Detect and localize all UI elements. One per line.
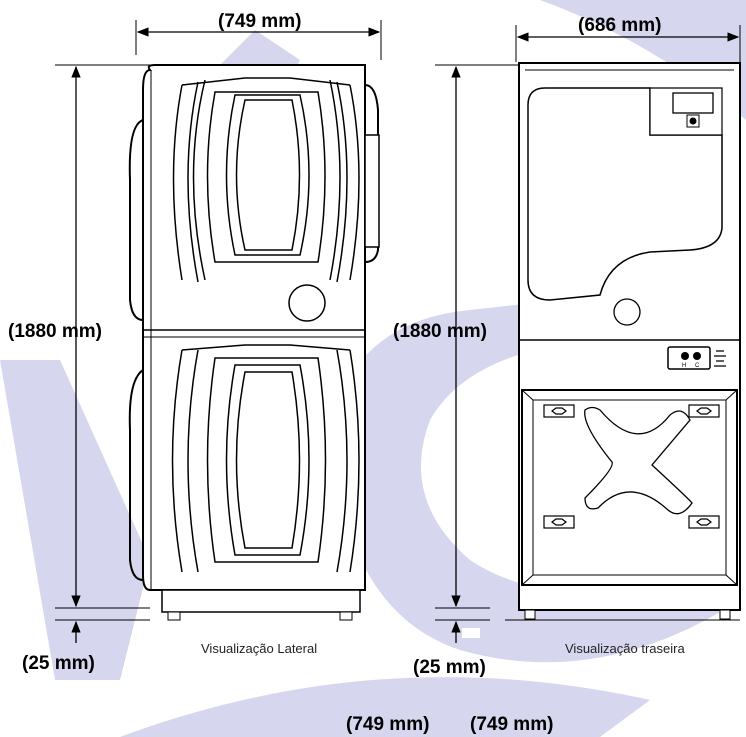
- upper-door: [172, 77, 360, 283]
- hot-connector-label: H: [682, 363, 686, 369]
- rear-width-label: (686 mm): [578, 15, 661, 36]
- rear-cross-panel: [584, 406, 693, 515]
- cold-connector-label: C: [695, 363, 700, 369]
- footer-dimension-2: (749 mm): [470, 714, 553, 735]
- side-height-label: (1880 mm): [8, 321, 102, 342]
- rear-height-label: (1880 mm): [393, 321, 487, 342]
- side-foot-label: (25 mm): [22, 653, 95, 674]
- side-view: [55, 20, 382, 643]
- rear-view: H C: [435, 25, 741, 643]
- rear-foot-label: (25 mm): [413, 657, 486, 678]
- water-connector-plate: H C: [667, 346, 726, 370]
- side-porthole: [288, 284, 326, 322]
- lower-door: [171, 344, 360, 573]
- side-view-caption: Visualização Lateral: [201, 641, 317, 656]
- rear-view-caption: Visualização traseira: [565, 641, 685, 656]
- side-width-label: (749 mm): [218, 11, 301, 32]
- footer-dimension-1: (749 mm): [346, 714, 429, 735]
